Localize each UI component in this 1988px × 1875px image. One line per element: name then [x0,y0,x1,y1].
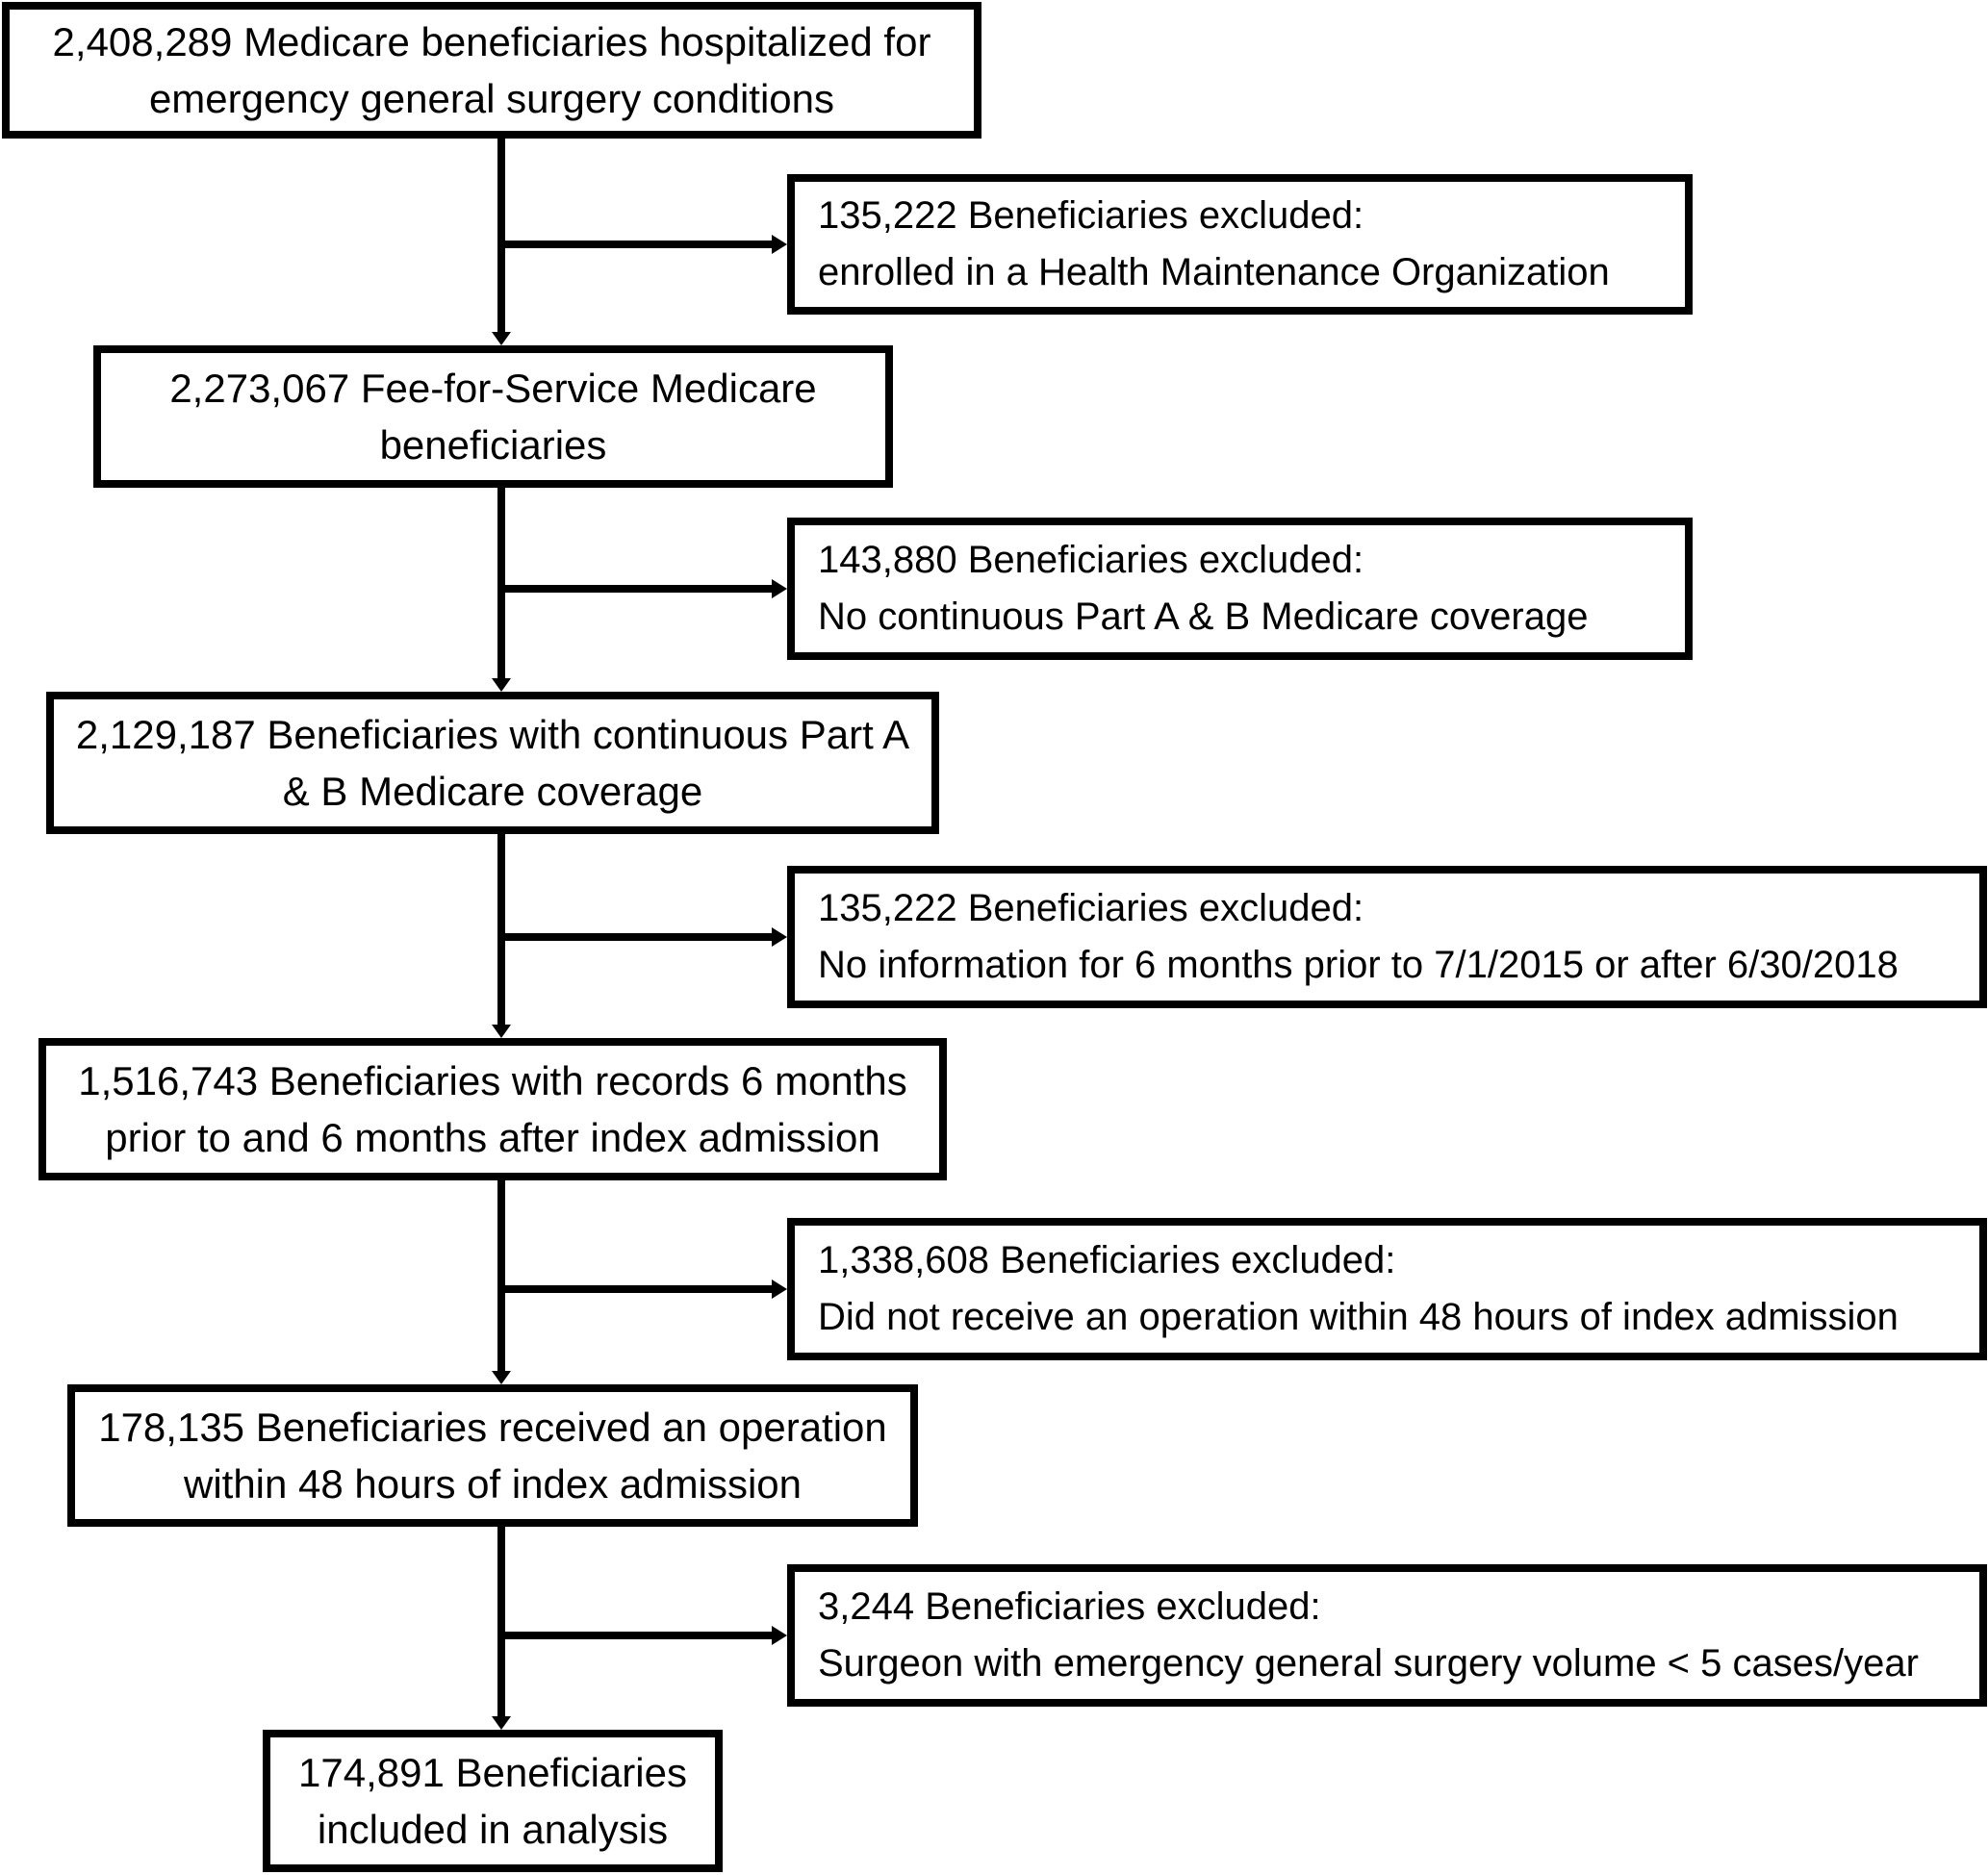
exclusion-box-1: 135,222 Beneficiaries excluded: enrolled… [787,174,1693,315]
exclusion-box-2: 143,880 Beneficiaries excluded: No conti… [787,518,1693,660]
step-text-1: 2,408,289 Medicare beneficiaries hospita… [53,13,931,127]
step-2-line-1: 2,273,067 Fee-for-Service Medicare [169,366,817,411]
exclusion-1-line-1: 135,222 Beneficiaries excluded: [818,194,1364,237]
step-3-line-1: 2,129,187 Beneficiaries with continuous … [75,712,910,757]
step-text-4: 1,516,743 Beneficiaries with records 6 m… [78,1052,906,1166]
exclusion-box-4: 1,338,608 Beneficiaries excluded: Did no… [787,1218,1987,1360]
step-box-6: 174,891 Beneficiaries included in analys… [263,1730,723,1872]
flow-arrowhead-3 [492,1025,511,1038]
step-4-line-1: 1,516,743 Beneficiaries with records 6 m… [78,1058,907,1103]
step-4-line-2: prior to and 6 months after index admiss… [105,1115,880,1160]
exclusion-arrowhead-2 [772,579,787,598]
flow-arrowhead-5 [492,1716,511,1730]
step-text-6: 174,891 Beneficiaries included in analys… [298,1744,687,1858]
step-6-line-2: included in analysis [317,1807,669,1852]
step-box-1: 2,408,289 Medicare beneficiaries hospita… [2,2,981,139]
exclusion-2-line-2: No continuous Part A & B Medicare covera… [818,595,1589,638]
exclusion-1-line-2: enrolled in a Health Maintenance Organiz… [818,251,1610,293]
exclusion-4-line-2: Did not receive an operation within 48 h… [818,1296,1899,1338]
flow-arrowhead-1 [492,332,511,345]
step-1-line-2: emergency general surgery conditions [148,76,835,121]
exclusion-4-line-1: 1,338,608 Beneficiaries excluded: [818,1239,1396,1281]
step-5-line-1: 178,135 Beneficiaries received an operat… [98,1405,887,1450]
step-5-line-2: within 48 hours of index admission [183,1461,803,1507]
step-box-4: 1,516,743 Beneficiaries with records 6 m… [38,1038,947,1180]
exclusion-3-line-2: No information for 6 months prior to 7/1… [818,944,1899,986]
flow-arrowhead-4 [492,1371,511,1384]
step-box-2: 2,273,067 Fee-for-Service Medicare benef… [93,345,893,488]
exclusion-3-line-1: 135,222 Beneficiaries excluded: [818,887,1364,929]
exclusion-arrowhead-5 [772,1626,787,1645]
step-text-3: 2,129,187 Beneficiaries with continuous … [76,706,909,820]
step-text-5: 178,135 Beneficiaries received an operat… [98,1399,887,1512]
step-2-line-2: beneficiaries [379,422,607,468]
step-1-line-1: 2,408,289 Medicare beneficiaries hospita… [52,19,931,64]
step-box-3: 2,129,187 Beneficiaries with continuous … [46,692,939,834]
exclusion-arrowhead-4 [772,1280,787,1299]
flow-arrowhead-2 [492,678,511,692]
step-box-5: 178,135 Beneficiaries received an operat… [67,1384,918,1527]
step-3-line-2: & B Medicare coverage [282,769,703,814]
exclusion-5-line-2: Surgeon with emergency general surgery v… [818,1642,1919,1685]
exclusion-box-5: 3,244 Beneficiaries excluded: Surgeon wi… [787,1564,1987,1707]
exclusion-arrowhead-3 [772,927,787,947]
exclusion-arrowhead-1 [772,235,787,254]
exclusion-box-3: 135,222 Beneficiaries excluded: No infor… [787,866,1987,1008]
exclusion-2-line-1: 143,880 Beneficiaries excluded: [818,539,1364,581]
step-6-line-1: 174,891 Beneficiaries [298,1750,687,1795]
step-text-2: 2,273,067 Fee-for-Service Medicare benef… [169,360,816,473]
exclusion-5-line-1: 3,244 Beneficiaries excluded: [818,1585,1321,1628]
